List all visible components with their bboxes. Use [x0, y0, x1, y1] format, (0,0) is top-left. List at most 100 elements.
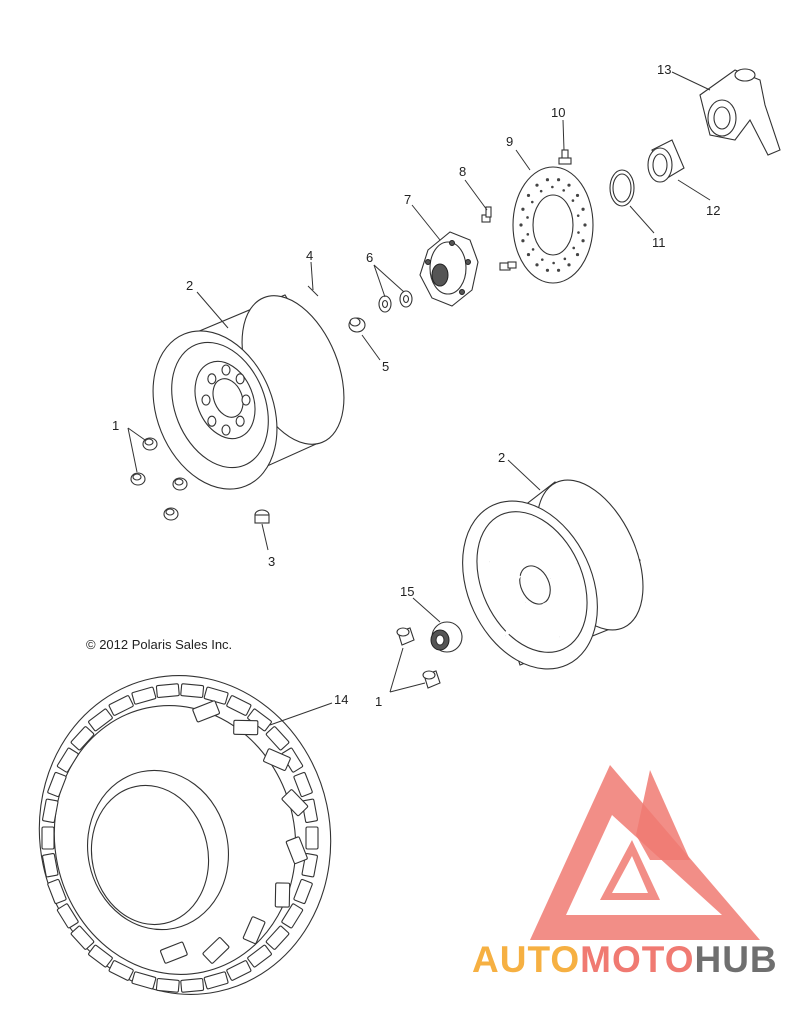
watermark-text-moto: MOTO [580, 939, 694, 980]
callout-8: 8 [459, 164, 466, 179]
callout-11: 11 [652, 235, 666, 250]
tire-tread-block [155, 977, 180, 993]
disc-hole [526, 233, 530, 236]
part-lug-nuts-lower [396, 627, 441, 689]
part-bolt-8b [499, 261, 517, 271]
disc-hole [545, 268, 550, 272]
tire-tread-block [47, 878, 67, 904]
rim-bolt-hole [241, 394, 251, 406]
rim-bolt-hole [221, 364, 231, 376]
leader-lines [127, 71, 711, 726]
tire-tread-block [88, 708, 113, 732]
disc-hole [521, 207, 525, 211]
disc-hole [575, 193, 580, 198]
rim-spoke-highlight [542, 602, 562, 638]
part-steering-knuckle [699, 68, 781, 156]
tire-tread-block [247, 944, 272, 968]
disc-hole [540, 258, 544, 261]
disc-hole [521, 239, 525, 243]
tire-tread-block [42, 852, 59, 878]
rim-bolt-hole [207, 373, 217, 385]
callout-14: 14 [334, 692, 348, 707]
tire-tread-block [265, 726, 290, 751]
tire-tread-block [155, 683, 180, 699]
callout-9: 9 [506, 134, 513, 149]
disc-hole [526, 252, 531, 257]
disc-hole [572, 246, 576, 250]
tire-tread-block [233, 719, 259, 736]
disc-hole [567, 263, 571, 267]
tire-tread-block [88, 944, 113, 968]
part-bolt-8 [481, 206, 492, 223]
disc-hole [551, 185, 554, 189]
tire-tread-block [41, 826, 55, 850]
part-tire [38, 675, 332, 995]
callout-13: 13 [657, 62, 671, 77]
watermark-inner-mark-icon [636, 770, 690, 860]
rim-spoke-highlight [488, 559, 521, 580]
tire-tread-block [56, 903, 79, 929]
callout-1-upper: 1 [112, 418, 119, 433]
tire-tread-block [281, 903, 304, 929]
tire-tread-block [42, 798, 59, 824]
callout-4: 4 [306, 248, 313, 263]
disc-hole [576, 214, 580, 217]
tire-tread-block [293, 772, 313, 798]
tire-tread-block [160, 941, 188, 964]
tire-tread-block [242, 916, 266, 945]
tire-tread-block [202, 937, 230, 964]
disc-hole [583, 223, 587, 227]
tire-tread-block [180, 977, 205, 993]
tire-tread-block [263, 748, 291, 771]
rim-spoke-highlight [503, 601, 528, 637]
callout-6: 6 [366, 250, 373, 265]
part-wheel-hub [419, 231, 479, 307]
disc-hole [556, 178, 561, 182]
rim-bolt-hole [201, 394, 211, 406]
rim-bolt-hole [207, 415, 217, 427]
disc-hole [545, 178, 550, 182]
disc-hole [577, 231, 580, 234]
part-nut [348, 317, 366, 333]
part-bearing [647, 139, 685, 183]
disc-hole [581, 207, 585, 211]
disc-hole [567, 183, 571, 187]
tire-tread-block [265, 925, 290, 950]
part-brake-disc [512, 166, 594, 284]
rim-bolt-hole [235, 373, 245, 385]
part-washers [378, 290, 413, 313]
part-cotter-pin [307, 285, 319, 297]
callout-2-lower: 2 [498, 450, 505, 465]
disc-hole [531, 248, 535, 251]
disc-hole [526, 216, 529, 219]
disc-hole [562, 189, 566, 192]
callout-1-lower: 1 [375, 694, 382, 709]
disc-hole [581, 239, 585, 243]
part-bolt-10 [558, 149, 572, 165]
callout-10: 10 [551, 105, 565, 120]
rim-spoke-highlight [531, 516, 538, 564]
watermark-logo: AUTOMOTOHUB [472, 765, 777, 980]
part-lug-nuts-upper [130, 437, 188, 521]
tire-tread-block [203, 971, 229, 990]
disc-hole [535, 263, 539, 267]
callout-2-upper: 2 [186, 278, 193, 293]
callout-labels: 1 2 3 4 5 6 7 8 9 10 11 12 13 2 15 1 14 [112, 62, 720, 709]
rim-bolt-hole [221, 424, 231, 436]
tire-tread-block [226, 695, 252, 716]
disc-hole [552, 261, 555, 265]
tire-tread-block [180, 683, 205, 699]
watermark-text-hub: HUB [694, 939, 777, 980]
rim-spoke-highlight [549, 561, 578, 581]
tire-tread-block [192, 700, 220, 723]
part-wheel-rim-front [152, 294, 345, 490]
tire-tread-block [56, 747, 79, 773]
copyright-notice: © 2012 Polaris Sales Inc. [86, 637, 232, 652]
tire-tread-block [226, 960, 252, 981]
tire-tread-block [274, 882, 291, 908]
tire-tread-block [131, 686, 157, 705]
tire-tread-block [108, 695, 134, 716]
callout-3: 3 [268, 554, 275, 569]
tire-tread-block [293, 878, 313, 904]
